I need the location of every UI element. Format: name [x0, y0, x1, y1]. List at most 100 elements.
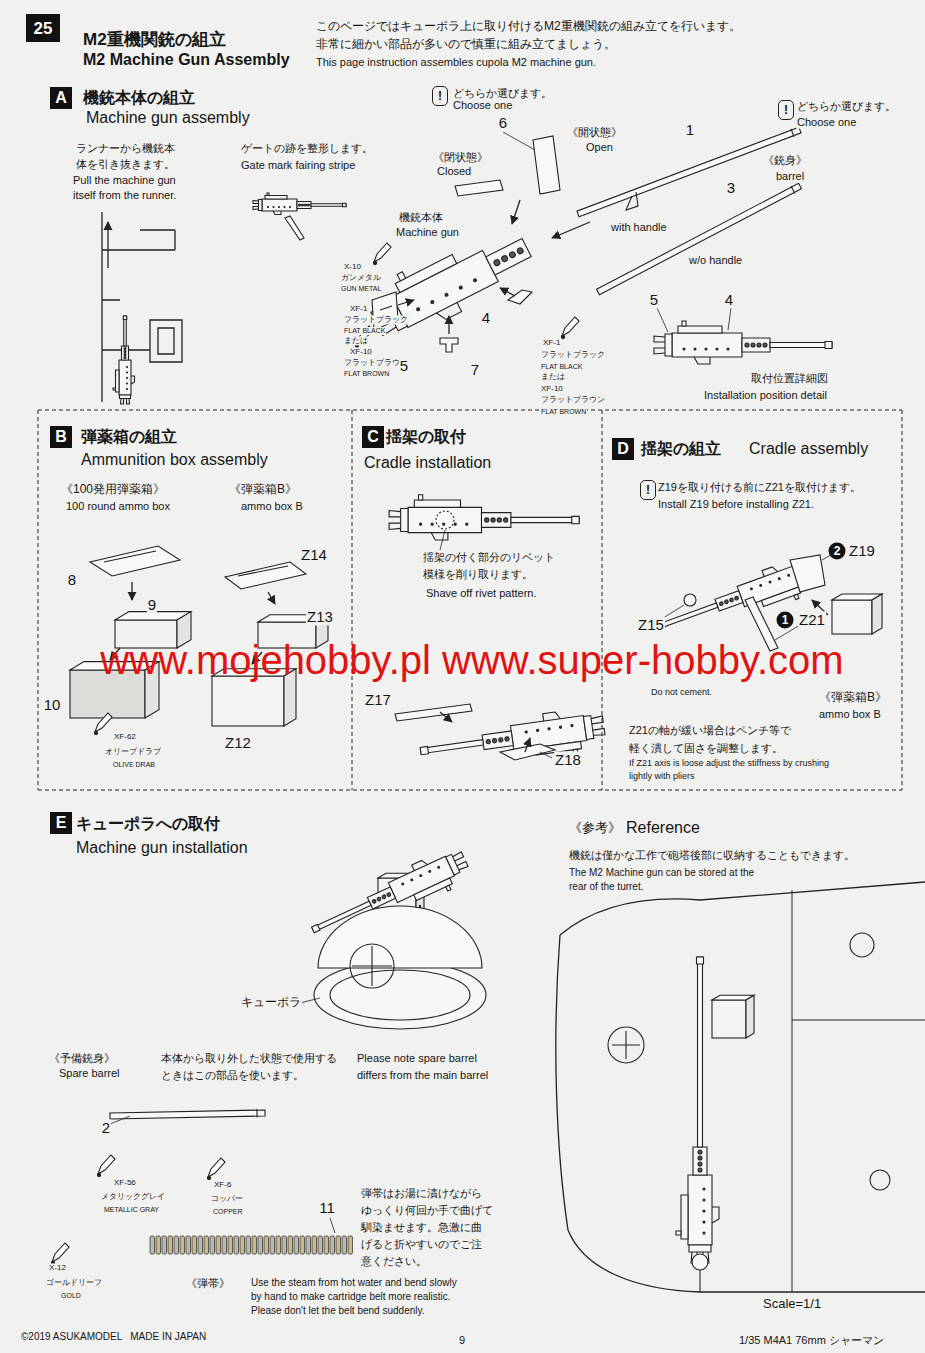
ammo-box-lid [225, 562, 306, 589]
gun-part [676, 1231, 681, 1235]
gun-part [694, 357, 710, 364]
cartridge-belt [162, 1236, 167, 1254]
label-text: フラットブラック [343, 315, 409, 324]
gun-part [511, 517, 579, 522]
callout-number: 4 [481, 309, 491, 326]
gun-part [267, 193, 269, 196]
gun-part [113, 388, 116, 390]
circle-outline [777, 612, 794, 629]
gun-part [591, 716, 605, 736]
cartridge-belt [306, 1236, 311, 1254]
cartridge-belt [198, 1236, 203, 1254]
gun-part [572, 516, 579, 523]
paint-brush-icon [562, 317, 579, 336]
cartridge-belt [276, 1236, 281, 1254]
gun-part [259, 200, 263, 211]
turret-outline [560, 882, 925, 935]
node-text: 2 [834, 545, 841, 557]
label-text: または [343, 336, 369, 345]
step-letter-badge: C [362, 426, 384, 448]
leader-line [728, 308, 731, 330]
gun-part [486, 238, 531, 275]
machine-gun-on-runner [113, 316, 135, 404]
node-text: ! [438, 90, 442, 102]
label-text: ガンメタル [340, 273, 382, 282]
gun-part [491, 518, 495, 522]
gun-part [401, 508, 408, 531]
gun-part [262, 199, 297, 211]
gun-part [124, 316, 127, 346]
gun-part [416, 307, 420, 311]
gun-part [124, 351, 126, 353]
gun-part [682, 321, 686, 326]
gun-part [703, 1210, 705, 1212]
gun-part [127, 372, 128, 373]
label-text: このページではキューポラ上に取り付けるM2重機関銃の組み立てを行います。 [315, 20, 742, 34]
gun-part [516, 247, 524, 255]
pin-part [440, 338, 458, 352]
gun-part [681, 1195, 688, 1239]
gun-part [583, 716, 593, 740]
cartridge-belt [252, 1236, 257, 1254]
gun-part [703, 1188, 705, 1190]
gun-part [473, 278, 477, 282]
gun-part [253, 201, 259, 210]
pin-part [684, 594, 696, 606]
label-text: 模様を削り取ります。 [422, 568, 534, 581]
gun-part [284, 207, 285, 208]
gun-part [311, 204, 346, 207]
label-text: 揺架の付く部分のリベット [422, 551, 556, 564]
label-text: Machine gun [395, 226, 460, 239]
gun-part [654, 336, 665, 354]
label-text: X-10 [343, 262, 362, 271]
label-text: 意ください。 [360, 1255, 428, 1268]
cartridge-belt [174, 1236, 179, 1254]
label-text: Reference [625, 819, 701, 837]
gun-part [698, 1168, 702, 1172]
machine-gun-body [361, 216, 539, 348]
label-text: ランナーから機銃本 [75, 142, 176, 155]
label-text: ammo box B [240, 500, 304, 513]
gun-part [419, 495, 423, 500]
label-text: FLAT BROWN [343, 370, 390, 378]
gun-part [727, 348, 729, 350]
gun-part [509, 251, 517, 259]
runner-drawing [102, 212, 182, 402]
label-text: XF-1 [542, 338, 561, 347]
label-text: ゆっくり何回か手で曲げて [360, 1204, 494, 1217]
attention-icon: ! [640, 480, 656, 500]
gate-detail-gun [253, 193, 346, 215]
gun-part [408, 507, 482, 532]
watermark: www.mojehobby.pl www.super-hobby.com [99, 640, 844, 680]
gun-part [446, 854, 460, 875]
leader-line [330, 1218, 335, 1233]
callout-number: 1 [685, 121, 695, 138]
assembly-arrow [525, 738, 530, 752]
attention-icon: ! [432, 86, 448, 106]
label-text: ammo box B [818, 708, 882, 721]
callout-number: Z17 [364, 691, 392, 708]
node-text: ! [784, 104, 788, 116]
label-text: Install Z19 before installing Z21. [657, 498, 815, 511]
label-text: Machine gun assembly [85, 109, 251, 127]
gun-part [742, 338, 770, 352]
label-text: 1/35 M4A1 76mm シャーマン [738, 1334, 885, 1347]
gun-part [297, 202, 311, 209]
callout-number: 11 [318, 1199, 336, 1216]
label-text: 馴染ませます。急激に曲 [360, 1221, 483, 1234]
turret-detail [850, 933, 874, 957]
gun-part [299, 204, 301, 206]
node-text: D [617, 441, 629, 457]
label-text: げると折やすいのでご注 [360, 1238, 483, 1251]
assembly-arrow [512, 200, 520, 224]
cartridge-belt [264, 1236, 269, 1254]
gun-part [127, 383, 128, 384]
gun-part [290, 207, 291, 208]
label-text: Choose one [796, 116, 857, 129]
label-text: X-12 [48, 1263, 67, 1272]
label-text: どちらか選びます。 [796, 100, 897, 113]
gun-part [762, 566, 778, 577]
leader-line [110, 1116, 130, 1124]
node-text: 25 [34, 20, 53, 37]
gun-part [559, 726, 561, 728]
